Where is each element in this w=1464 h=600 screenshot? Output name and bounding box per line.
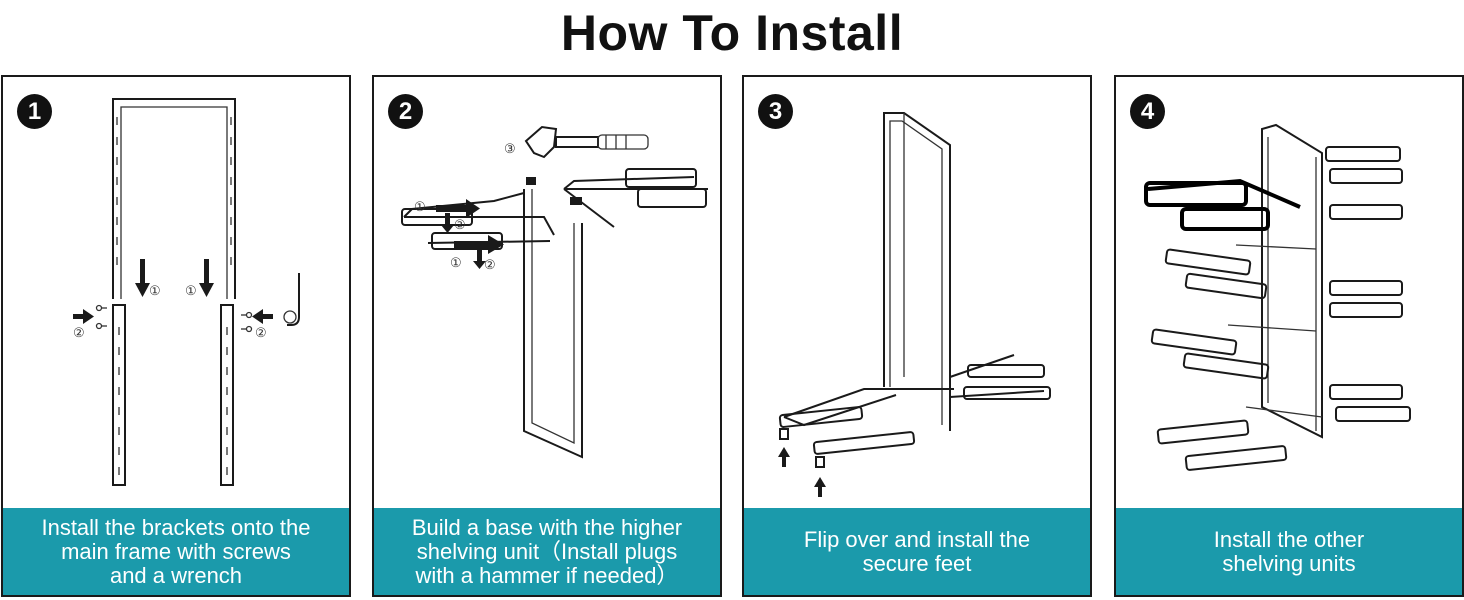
down-arrow-1-icon	[441, 213, 454, 233]
base-left-loop-1	[778, 406, 864, 428]
plug-right-icon	[570, 197, 582, 205]
step-1-caption: Install the brackets onto the main frame…	[3, 508, 349, 595]
step-4-caption: Install the other shelving units	[1116, 508, 1462, 595]
upright-outline	[883, 112, 951, 431]
step-4-illustration	[1144, 123, 1411, 471]
base-frame-outline	[523, 189, 583, 459]
base-left-loop-2	[812, 431, 916, 455]
left-arrow-icon	[252, 309, 273, 324]
base-left-shelf	[783, 388, 954, 427]
wrench-icon	[287, 273, 300, 326]
step-3-caption: Flip over and install the secure feet	[744, 508, 1090, 595]
step-1-illustration: ① ① ② ②	[73, 98, 300, 486]
label-one-bottom: ①	[450, 256, 462, 271]
shelf-r1b	[1329, 168, 1403, 184]
center-upright-inner	[1267, 137, 1317, 431]
base-right-loop-2	[963, 386, 1051, 400]
plug-icon	[526, 177, 536, 185]
base-frame-inner	[531, 189, 575, 445]
step-3-badge: 3	[758, 94, 793, 129]
shelf-l3a	[1150, 328, 1238, 356]
shelf-l2a	[1164, 248, 1252, 276]
shelf-right-loop-top	[625, 168, 697, 188]
label-one-right: ①	[185, 284, 197, 299]
step-2-badge: 2	[388, 94, 423, 129]
down-arrow-left-icon	[135, 259, 150, 297]
right-arrow-1-icon	[436, 199, 480, 218]
step-3-illustration	[778, 112, 1051, 497]
shelf-l2b	[1184, 272, 1268, 300]
new-shelf-loop-1	[1144, 181, 1248, 207]
up-arrow-1-icon	[778, 447, 790, 467]
hammer-icon	[524, 125, 649, 159]
shelf-r2a	[1329, 204, 1403, 220]
label-one-left: ①	[149, 284, 161, 299]
new-shelf-loop-2	[1180, 207, 1270, 231]
label-two-right: ②	[255, 326, 267, 341]
step-3-panel: 3 Flip over and install the secure feet	[742, 75, 1092, 597]
shelf-right-loop-bottom	[637, 188, 707, 208]
page-title: How To Install	[560, 5, 904, 61]
shelf-r1a	[1325, 146, 1401, 162]
label-two-top: ②	[454, 218, 466, 233]
wrench-head	[283, 310, 297, 324]
step-2-illustration: ③ ① ② ① ②	[401, 125, 708, 459]
label-three: ③	[504, 142, 516, 157]
down-arrow-right-icon	[199, 259, 214, 297]
step-2-panel: 2 ③ ① ②	[372, 75, 722, 597]
bracket-slots	[118, 327, 228, 475]
shelf-right	[563, 176, 708, 228]
shelf-l3b	[1182, 352, 1270, 380]
step-2-caption: Build a base with the higher shelving un…	[374, 508, 720, 595]
label-one-top: ①	[414, 200, 426, 215]
label-two-left: ②	[73, 326, 85, 341]
shelf-connectors	[1227, 244, 1323, 418]
upright-inner	[889, 120, 943, 425]
shelf-r3b	[1329, 302, 1403, 318]
screw-icon	[95, 304, 253, 333]
bracket-left	[112, 304, 126, 486]
step-1-panel: 1	[1, 75, 351, 597]
shelf-r4b	[1335, 406, 1411, 422]
shelf-l4a	[1156, 419, 1250, 445]
frame-slots	[116, 117, 232, 265]
right-arrow-icon	[73, 309, 94, 324]
shelf-left-loop-bottom	[431, 232, 503, 250]
shelf-r3a	[1329, 280, 1403, 296]
step-4-panel: 4 Install the other shelving units	[1114, 75, 1464, 597]
up-arrow-2-icon	[814, 477, 826, 497]
right-arrow-2-icon	[454, 235, 504, 254]
shelf-r4a	[1329, 384, 1403, 400]
frame-upper-outline	[112, 98, 236, 299]
frame-upper-inner	[120, 106, 228, 299]
down-arrow-2-icon	[473, 249, 486, 269]
shelf-l4b	[1184, 445, 1288, 471]
step-4-badge: 4	[1130, 94, 1165, 129]
center-upright	[1261, 123, 1323, 439]
bracket-right	[220, 304, 234, 486]
label-two-bottom: ②	[484, 258, 496, 273]
foot-2-icon	[815, 456, 825, 468]
base-right-loop-1	[967, 364, 1045, 378]
foot-1-icon	[779, 428, 789, 440]
step-1-badge: 1	[17, 94, 52, 129]
